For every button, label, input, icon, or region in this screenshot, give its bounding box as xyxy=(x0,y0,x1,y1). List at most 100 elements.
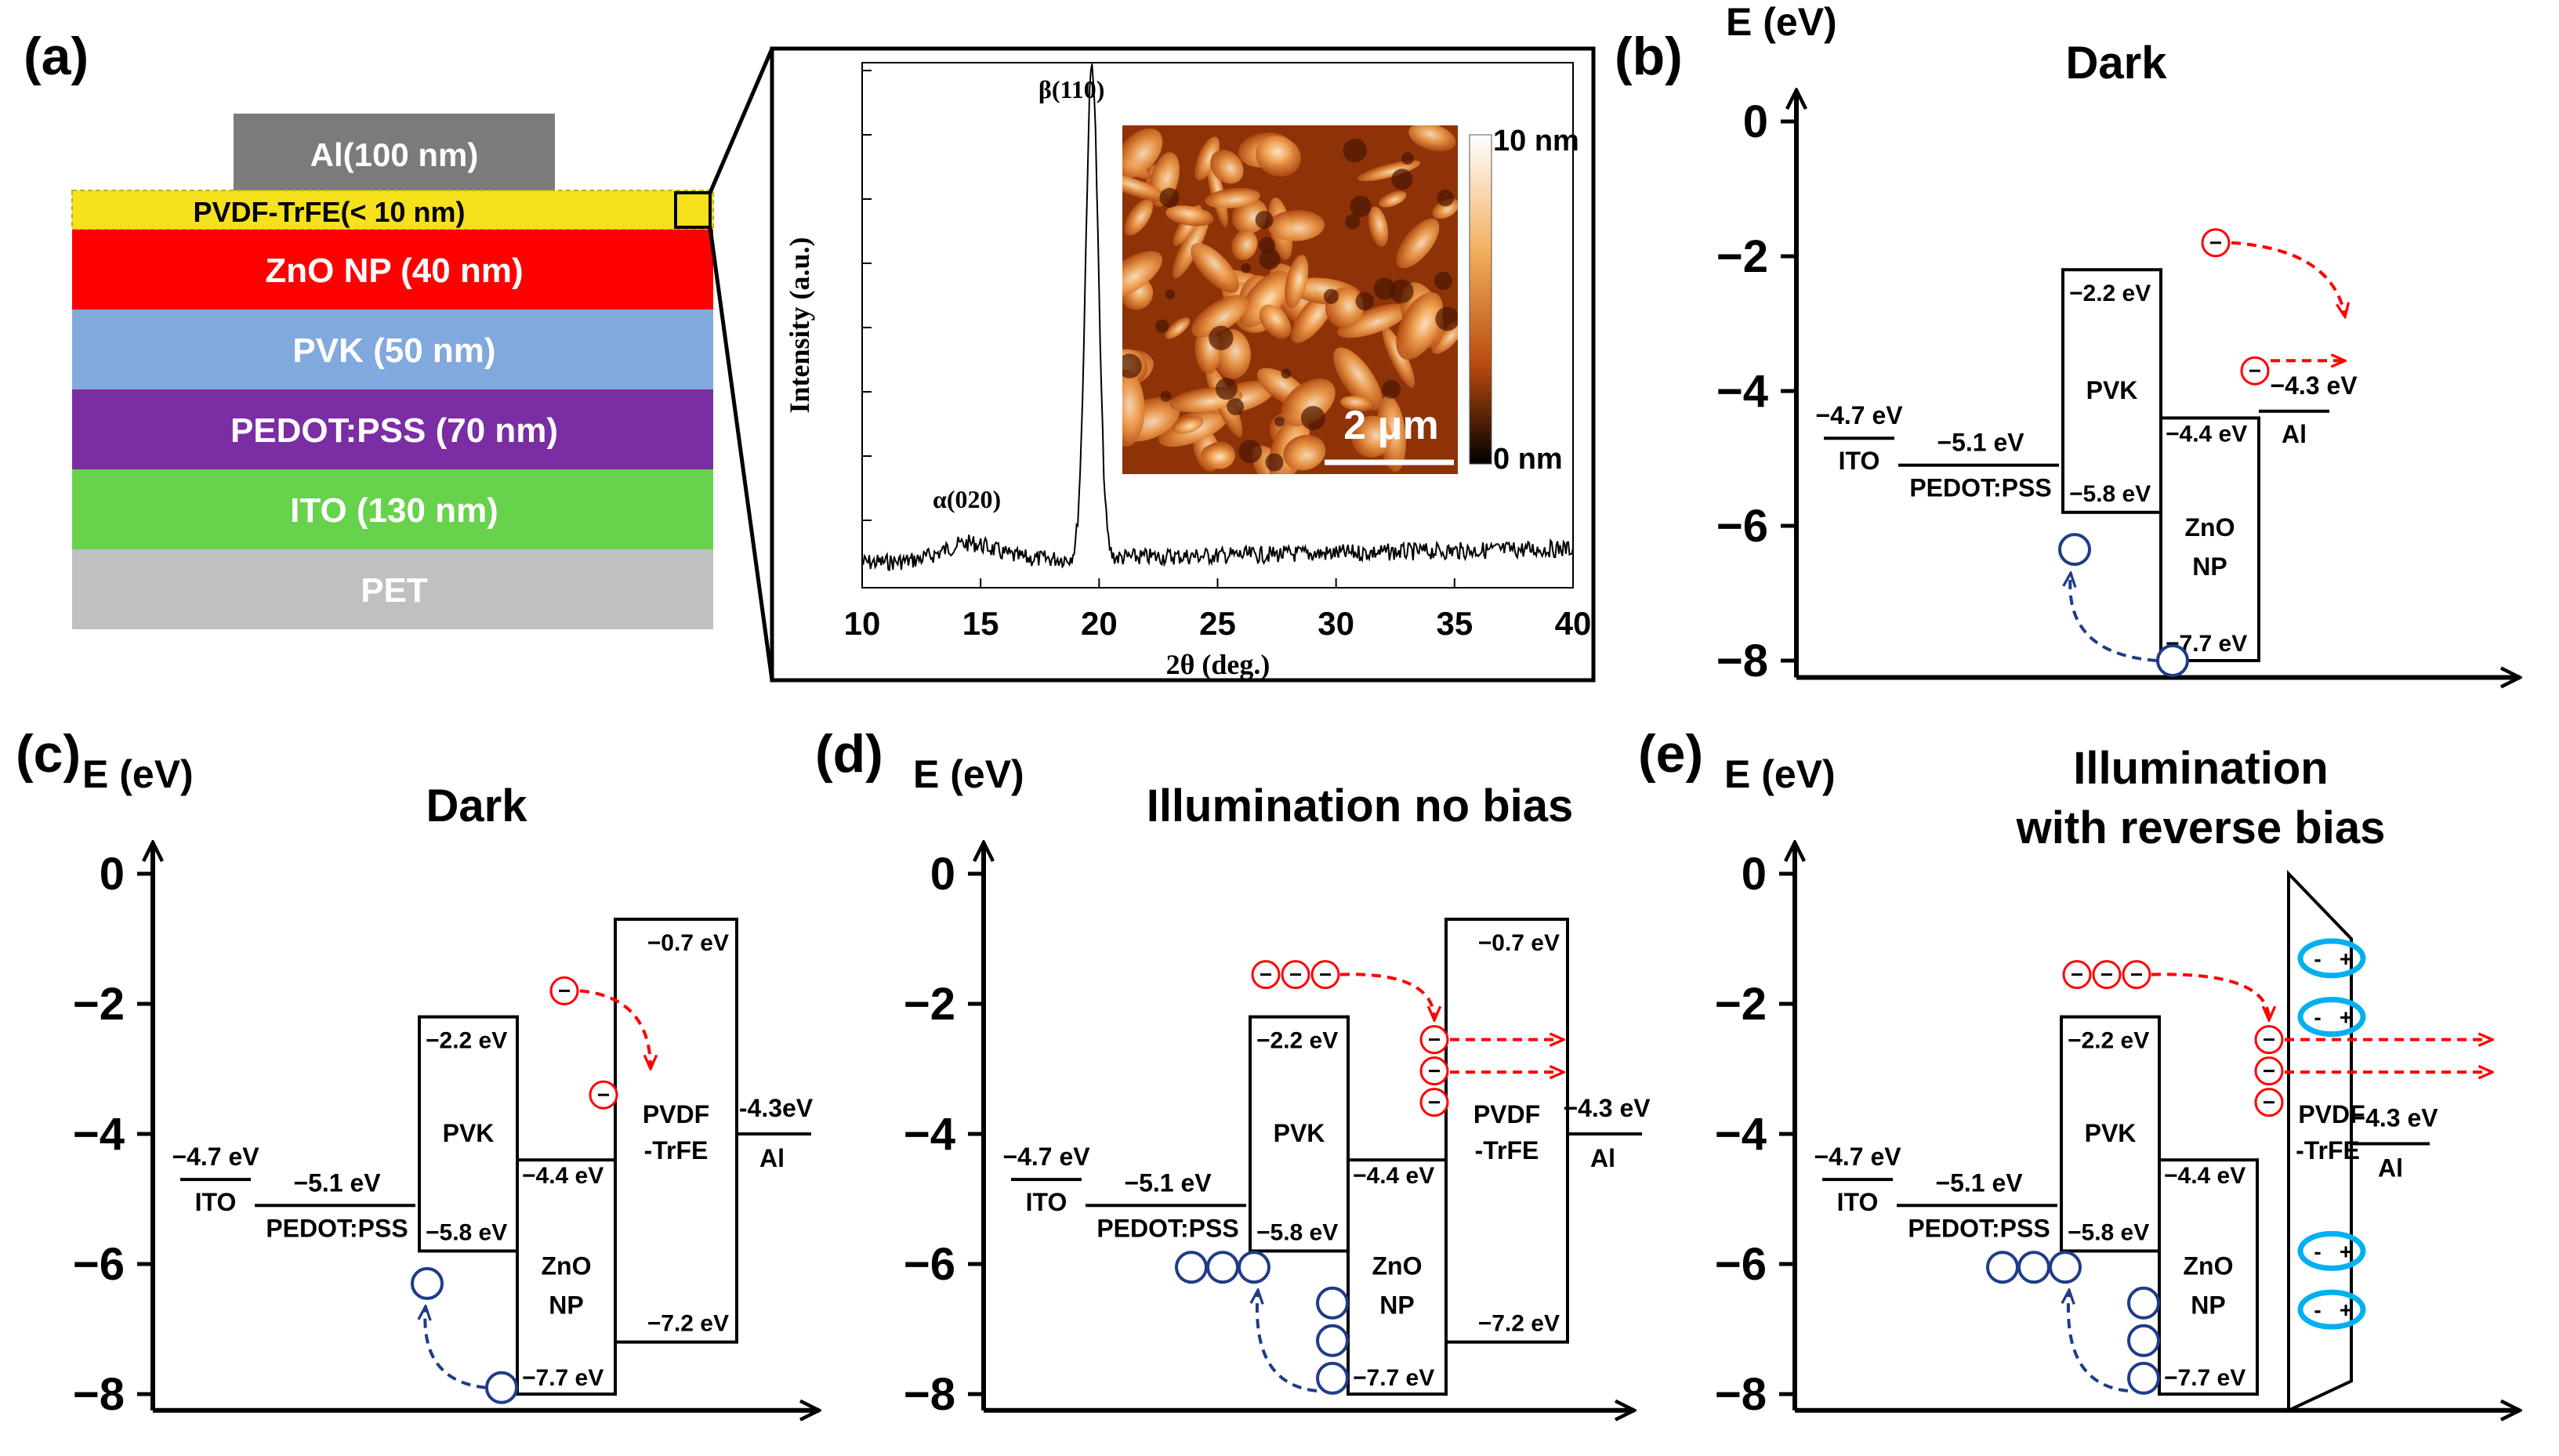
energy-axis-label: E (eV) xyxy=(1726,0,1837,44)
afm-pit xyxy=(1274,416,1285,427)
hole-zno-0 xyxy=(1316,1286,1349,1320)
hole-transfer-arrow xyxy=(425,1306,487,1389)
xrd-peak-alpha: α(020) xyxy=(933,485,1001,513)
pedot-label: PEDOT:PSS xyxy=(1908,1214,2050,1242)
zoom-line-top xyxy=(708,48,774,194)
electron-transfer-arrow xyxy=(579,989,651,1069)
panel-label: (c) xyxy=(16,724,81,784)
afm-pit xyxy=(1323,288,1339,304)
zno-cb-energy: −4.4 eV xyxy=(2164,1163,2245,1189)
pedot-label: PEDOT:PSS xyxy=(1909,474,2051,502)
zno-label-np: NP xyxy=(1379,1291,1414,1319)
layer-label-al: Al(100 nm) xyxy=(310,136,479,173)
pvk-box xyxy=(418,1015,519,1253)
afm-pit xyxy=(1227,397,1245,415)
hole-transfer-arrow xyxy=(1257,1290,1318,1393)
pvdf-homo-energy: −7.2 eV xyxy=(1478,1311,1560,1337)
xrd-tick-label: 20 xyxy=(1081,605,1118,642)
layer-label-ito: ITO (130 nm) xyxy=(290,491,498,530)
hole-pvk-0 xyxy=(1175,1251,1208,1284)
afm-grain xyxy=(1194,136,1220,181)
ito-energy: −4.7 eV xyxy=(1814,1143,1901,1171)
hole-pvk-2 xyxy=(2049,1251,2082,1284)
pvk-homo-energy: −5.8 eV xyxy=(1256,1219,1338,1245)
afm-pit xyxy=(1345,214,1361,230)
afm-grain xyxy=(1122,369,1145,447)
pvk-label: PVK xyxy=(2085,1119,2137,1147)
afm-pit xyxy=(1215,378,1238,400)
pvdf-label: PVDF xyxy=(1473,1100,1540,1128)
y-tick-label: −2 xyxy=(904,979,955,1030)
pvk-box xyxy=(1249,1015,1350,1253)
y-tick-label: −6 xyxy=(1716,501,1768,552)
layer-label-pet: PET xyxy=(361,571,428,610)
zno-label: ZnO xyxy=(1372,1251,1423,1280)
hole-pvk-1 xyxy=(1206,1251,1239,1284)
pvk-homo-energy: −5.8 eV xyxy=(2068,1219,2149,1245)
afm-grain xyxy=(1122,251,1162,299)
dipole-bottom-1 xyxy=(2297,1230,2366,1271)
layer-zno xyxy=(72,230,713,310)
hole-transfer-arrow xyxy=(2068,1290,2129,1393)
hole-zno-2 xyxy=(2127,1361,2160,1395)
dipole-top-1-plus: + xyxy=(2340,947,2352,971)
afm-grain xyxy=(1337,303,1409,339)
pedot-energy: −5.1 eV xyxy=(1935,1168,2023,1197)
hole-transfer-arrow xyxy=(2070,573,2158,662)
dipole-top-2-plus: + xyxy=(2340,1005,2352,1030)
afm-pit xyxy=(1238,440,1263,464)
pvk-lumo-energy: −2.2 eV xyxy=(2068,1028,2149,1054)
layer-pvdf xyxy=(72,190,713,230)
layer-label-zno: ZnO NP (40 nm) xyxy=(265,252,523,290)
pvk-lumo-energy: −2.2 eV xyxy=(426,1028,507,1054)
afm-pit xyxy=(1165,289,1175,299)
panel-a-label: (a) xyxy=(24,27,89,86)
afm-grain xyxy=(1283,434,1326,471)
panel-title: Dark xyxy=(426,781,528,831)
pvk-homo-energy: −5.8 eV xyxy=(426,1219,507,1245)
xrd-curve xyxy=(861,63,1574,571)
pvdf-label: PVDF xyxy=(643,1100,709,1128)
xrd-tick-label: 40 xyxy=(1555,605,1592,642)
afm-pit xyxy=(1281,368,1292,379)
afm-grain xyxy=(1205,187,1260,208)
afm-pit xyxy=(1159,187,1180,208)
panel-title: Illumination no bias xyxy=(1147,781,1574,831)
dipole-bottom-2-plus: + xyxy=(2340,1298,2352,1322)
afm-pit xyxy=(1160,390,1172,402)
dipole-bottom-1-minus: - xyxy=(2314,1239,2321,1263)
afm-grain xyxy=(1165,205,1214,226)
y-tick-label: −2 xyxy=(73,979,125,1030)
pvdf-box xyxy=(1444,918,1569,1344)
afm-grain xyxy=(1239,270,1291,328)
y-tick-label: −8 xyxy=(1716,636,1768,686)
energy-axis-label: E (eV) xyxy=(913,752,1024,796)
ito-label: ITO xyxy=(1837,1188,1879,1216)
hole-zno-1 xyxy=(1316,1324,1349,1357)
pvk-box xyxy=(2060,1015,2161,1253)
xrd-tick-label: 25 xyxy=(1199,605,1236,642)
pedot-label: PEDOT:PSS xyxy=(1096,1214,1238,1242)
afm-max-label: 10 nm xyxy=(1493,125,1579,158)
dipole-top-2 xyxy=(2297,997,2366,1038)
afm-scale-label: 2 μm xyxy=(1343,403,1438,448)
afm-grain xyxy=(1256,136,1301,177)
zoom-box xyxy=(674,191,712,229)
y-tick-label: −2 xyxy=(1716,231,1768,282)
pvdf-lumo-energy: −0.7 eV xyxy=(1478,930,1560,956)
dipole-top-2-minus: - xyxy=(2314,1005,2321,1030)
afm-pit xyxy=(1355,292,1375,311)
pedot-energy: −5.1 eV xyxy=(1124,1168,1212,1197)
y-tick-label: 0 xyxy=(930,849,955,900)
afm-grain xyxy=(1431,320,1458,354)
pvk-lumo-energy: −2.2 eV xyxy=(1256,1028,1338,1054)
xrd-peak-beta: β(110) xyxy=(1038,75,1104,103)
afm-color-bar xyxy=(1469,134,1492,465)
pvdf-box xyxy=(614,918,738,1344)
afm-pit xyxy=(1241,263,1251,273)
